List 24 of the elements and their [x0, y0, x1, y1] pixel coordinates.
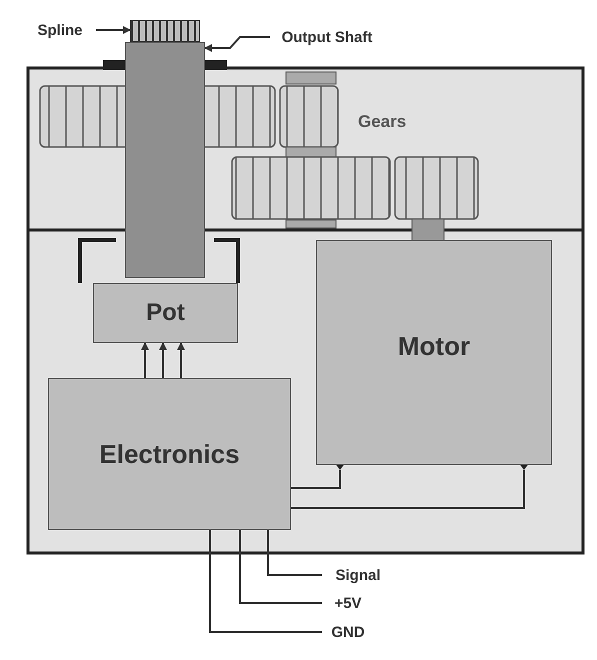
- wire: [291, 470, 525, 509]
- block-label: Pot: [146, 299, 185, 327]
- wire: [209, 530, 322, 633]
- wire: [159, 342, 167, 378]
- section-label: Gears: [358, 112, 406, 131]
- wire: [291, 470, 341, 489]
- wire: [177, 342, 185, 378]
- part-label: Output Shaft: [272, 27, 382, 47]
- output-shaft-drawing: [125, 42, 205, 278]
- wire-label: Signal: [328, 565, 388, 585]
- wire: [141, 342, 149, 378]
- motor-block: [316, 240, 552, 465]
- block-label: Motor: [398, 331, 470, 362]
- wire: [267, 530, 322, 576]
- wire-label: +5V: [328, 593, 368, 613]
- spline-drawing: [130, 20, 200, 42]
- leader-line: [96, 26, 131, 34]
- leader-line: [204, 36, 270, 52]
- wire-label: GND: [328, 622, 368, 642]
- wire: [239, 530, 322, 604]
- block-label: Electronics: [99, 438, 240, 470]
- pot-block: [93, 283, 238, 343]
- electronics-block: [48, 378, 291, 530]
- part-label: Spline: [26, 20, 94, 40]
